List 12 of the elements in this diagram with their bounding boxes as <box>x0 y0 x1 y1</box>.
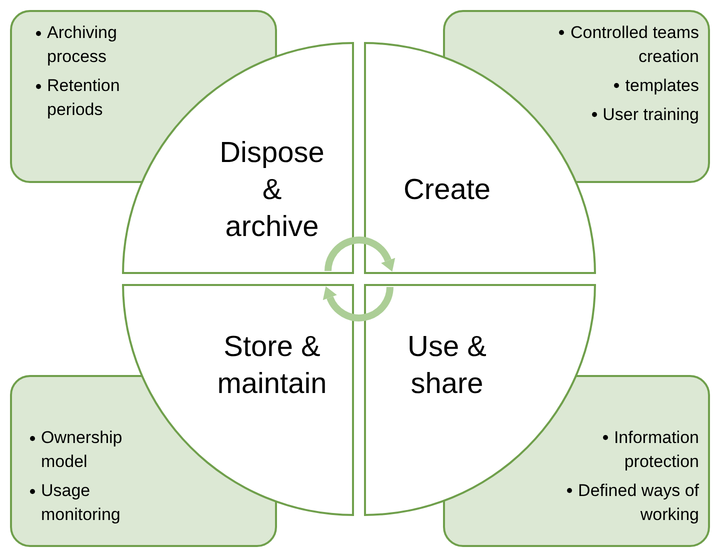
bullet-text: Usage monitoring <box>41 480 122 526</box>
stage-label: Use & share <box>406 330 488 402</box>
bullet-text: Ownership model <box>41 427 124 473</box>
bullet-text: User training <box>602 105 699 124</box>
stage-label: Create <box>403 173 491 208</box>
bullet-text: Defined ways of working <box>578 481 699 524</box>
bullet-text: Information protection <box>614 428 699 471</box>
stage-label: Dispose & archive <box>220 136 324 245</box>
bullet-text: templates <box>625 76 699 95</box>
stage-label: Store & maintain <box>217 330 327 402</box>
bullet-text: Retention periods <box>47 75 121 121</box>
bullet-text: Archiving process <box>47 22 118 68</box>
